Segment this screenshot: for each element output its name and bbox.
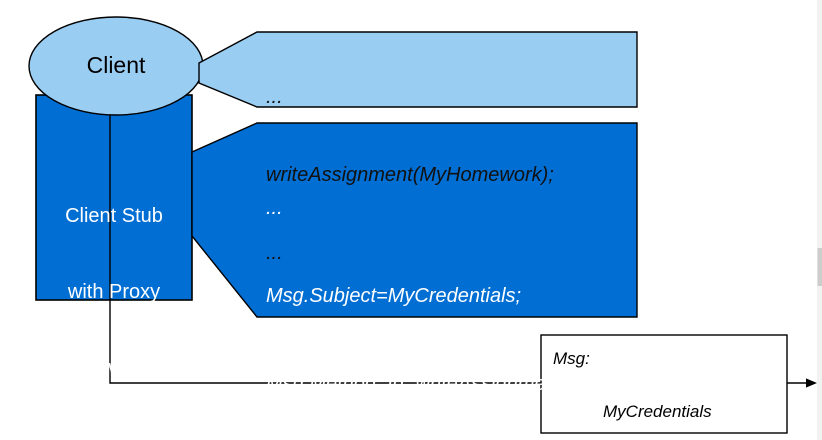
client-code-text: ... writeAssignment(MyHomework); ... — [266, 32, 554, 318]
client-code-line: ... — [266, 242, 283, 264]
message-box-values: MyCredentials writeAssignment_Id MyHomew… — [603, 346, 751, 440]
stub-label-line: Client Stub — [65, 204, 163, 227]
message-flow-line — [109, 72, 541, 384]
stub-label-line: (here without — [56, 357, 172, 380]
stub-code-text: ... Msg.Subject=MyCredentials; Msg.Metho… — [266, 135, 596, 440]
message-box-label: Msg: — [553, 349, 590, 368]
client-label: Client — [86, 52, 146, 78]
stub-code-line: Msg.Method_Id=writeAssignment_Id; — [266, 373, 596, 396]
stub-code-callout — [191, 122, 638, 318]
message-value: MyCredentials — [603, 402, 712, 421]
arrowhead-icon — [806, 378, 817, 388]
scrollbar-track[interactable] — [817, 0, 822, 440]
stub-code-line: Msg.Subject=MyCredentials; — [266, 285, 522, 308]
stub-code-line: ... — [266, 196, 283, 219]
scrollbar-thumb[interactable] — [817, 248, 822, 286]
stub-label-line: PEP and PDP) — [36, 432, 192, 440]
client-code-line: writeAssignment(MyHomework); — [266, 164, 554, 186]
client-code-line: ... — [266, 86, 283, 108]
client-stub-box — [35, 94, 193, 301]
client-stub-label: Client Stub with Proxy (here without PEP… — [36, 153, 192, 440]
client-code-callout — [198, 31, 638, 108]
stub-label-line: with Proxy — [67, 281, 161, 304]
message-box — [540, 334, 788, 434]
